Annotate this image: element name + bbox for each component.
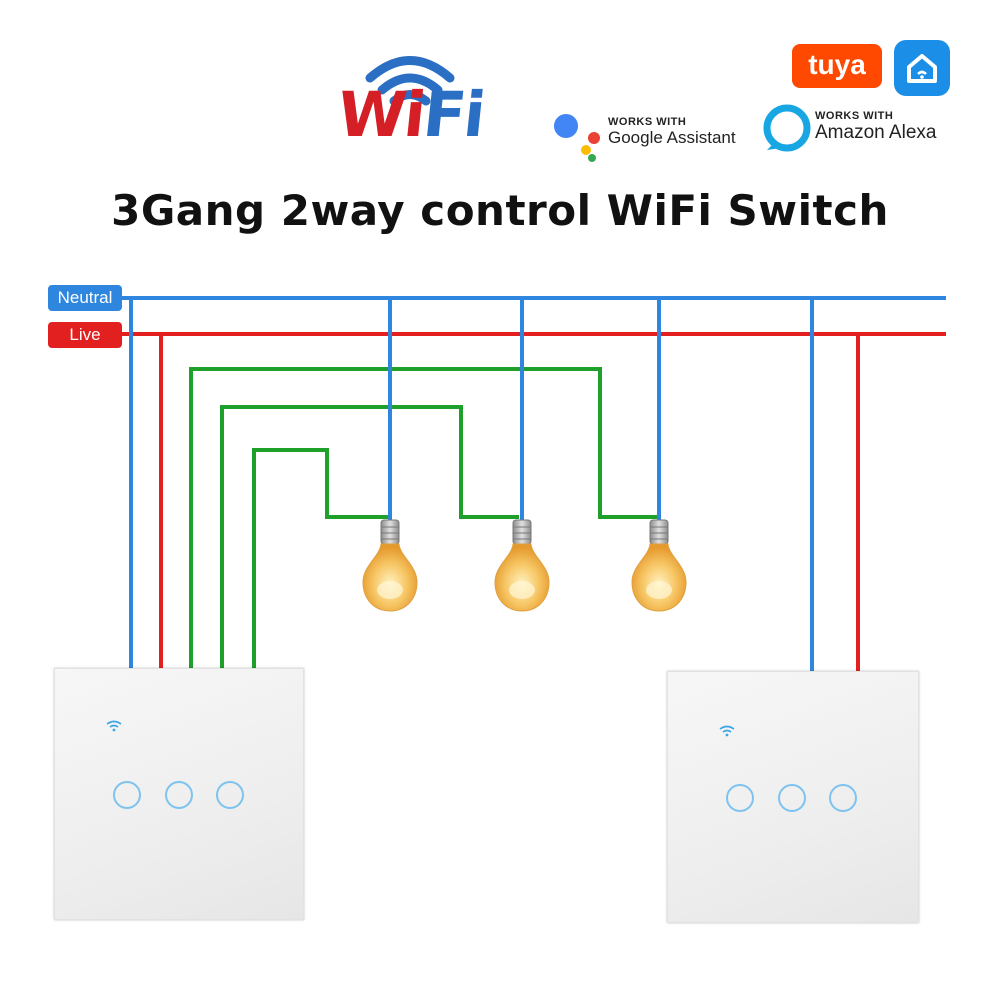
tuya-logo: tuya <box>792 44 882 88</box>
right-switch-panel <box>667 671 919 923</box>
google-works-with: WORKS WITH <box>608 116 687 128</box>
google-assistant-badge: WORKS WITH Google Assistant <box>552 112 736 169</box>
wifi-indicator-icon <box>106 720 122 732</box>
touch-button-3[interactable] <box>829 784 857 812</box>
google-assistant-icon <box>554 114 600 162</box>
load-wire-3 <box>189 367 657 670</box>
load-wire-2 <box>220 405 519 670</box>
live-label: Live <box>48 322 122 348</box>
google-assistant-name: Google Assistant <box>608 128 736 147</box>
touch-button-1[interactable] <box>113 781 141 809</box>
neutral-label: Neutral <box>48 285 122 311</box>
smart-home-app-icon <box>894 40 950 96</box>
wifi-indicator-icon <box>719 725 735 737</box>
light-bulb-icon <box>362 519 418 612</box>
amazon-alexa-badge: WORKS WITH Amazon Alexa <box>763 104 936 157</box>
touch-button-3[interactable] <box>216 781 244 809</box>
amazon-alexa-name: Amazon Alexa <box>815 122 937 143</box>
load-wire-1 <box>252 448 388 670</box>
light-bulb-icon <box>494 519 550 612</box>
alexa-works-with: WORKS WITH <box>815 110 894 122</box>
touch-button-1[interactable] <box>726 784 754 812</box>
touch-button-2[interactable] <box>778 784 806 812</box>
alexa-icon <box>763 104 811 152</box>
page-title: 3Gang 2way control WiFi Switch <box>111 186 889 235</box>
left-switch-panel <box>54 668 304 920</box>
light-bulb-icon <box>631 519 687 612</box>
touch-button-2[interactable] <box>165 781 193 809</box>
wifi-signal-icon <box>365 56 455 106</box>
